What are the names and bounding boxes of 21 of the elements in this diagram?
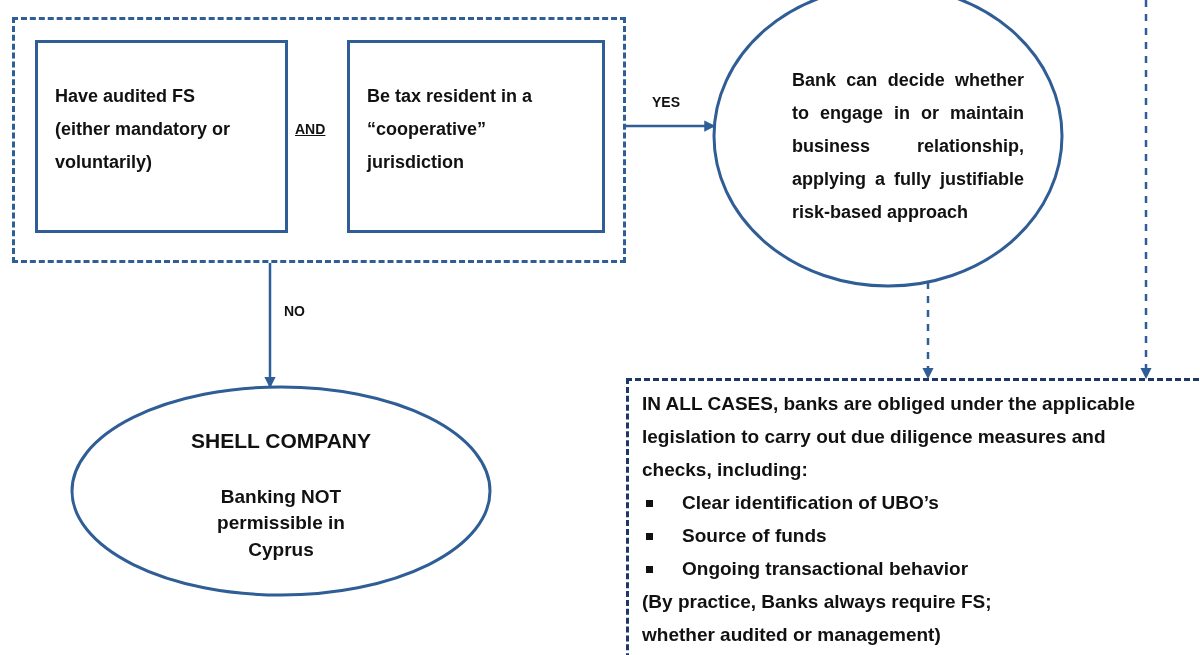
arrow xyxy=(626,120,716,132)
bullet-item: Ongoing transactional behavior xyxy=(642,552,1200,585)
dashed-arrow xyxy=(922,282,934,380)
node-title: SHELL COMPANY xyxy=(190,428,372,455)
dashed-group-box xyxy=(12,17,626,263)
bullet-item: Clear identification of UBO’s xyxy=(642,486,1200,519)
ellipse-node xyxy=(70,385,492,597)
node-text: Have audited FS (either mandatory or voluntarily) xyxy=(55,85,232,174)
node-text: Bank can decide whether to engage in or maintain business relationship, applying a fully justifiable risk-based approach xyxy=(792,68,1024,224)
edge-label: NO xyxy=(282,303,307,319)
bullet-item: Source of funds xyxy=(642,519,1200,552)
condition-box xyxy=(347,40,605,233)
node-text: IN ALL CASES, banks are obliged under the applicable legislation to carry out due diligence measures and checks, including: xyxy=(642,392,1137,482)
node-text: Be tax resident in a “cooperative” jurisdiction xyxy=(367,85,534,174)
connector-word: AND xyxy=(293,121,328,137)
dashed-arrow xyxy=(1140,0,1152,380)
dashed-note-box xyxy=(626,378,1200,655)
node-text: Banking NOT permissible in Cyprus xyxy=(216,484,346,562)
condition-box xyxy=(35,40,288,233)
edge-label: YES xyxy=(650,94,682,110)
node-text: (By practice, Banks always require FS; whether audited or management) xyxy=(642,590,993,647)
